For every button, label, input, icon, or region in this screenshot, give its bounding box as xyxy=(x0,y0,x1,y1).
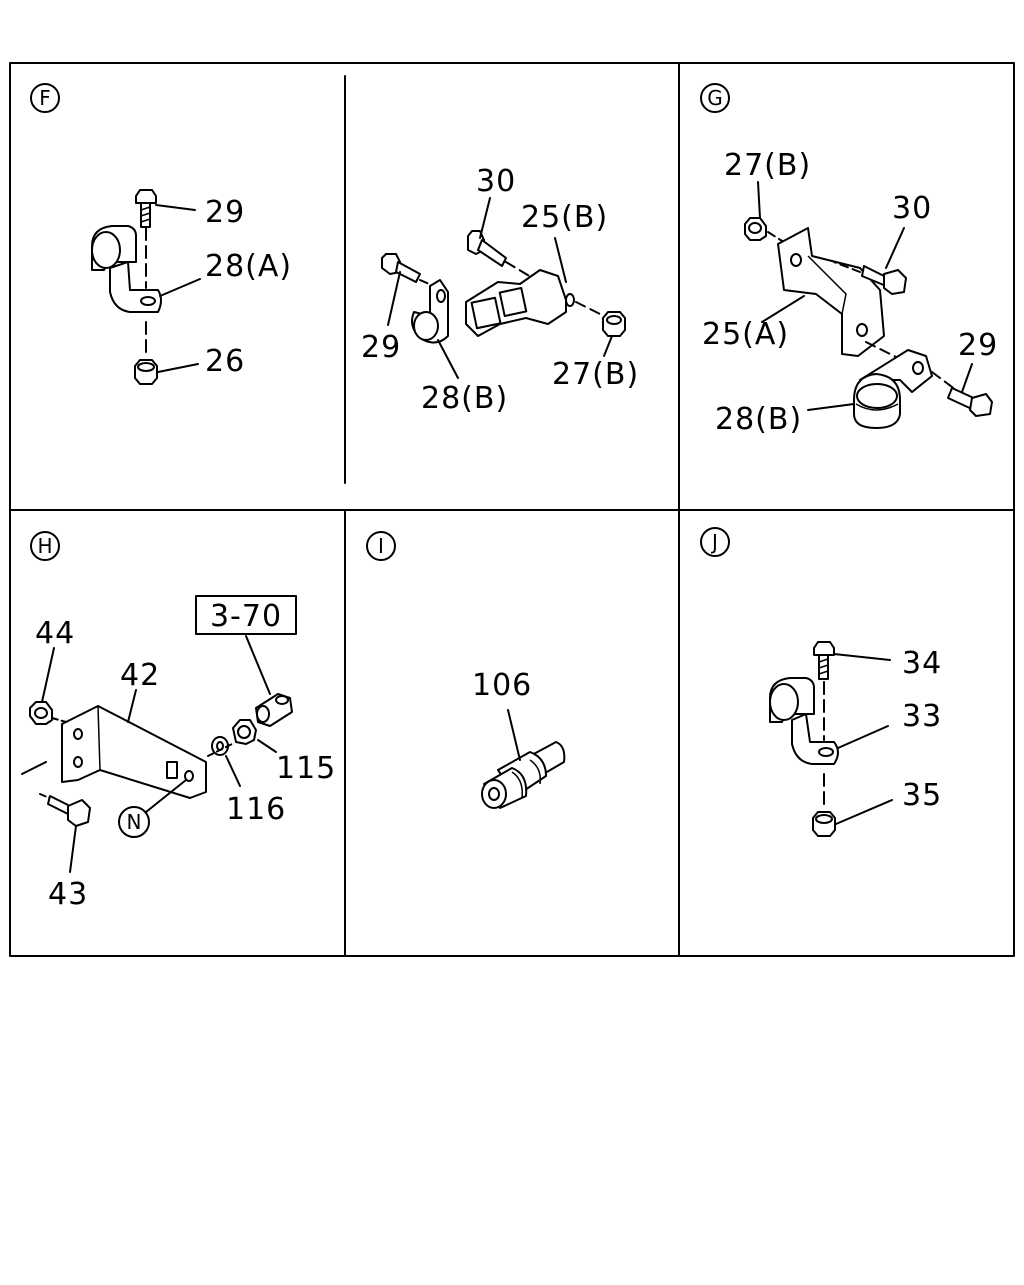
reference-box-text: 3-70 xyxy=(210,599,282,634)
callout-26: 26 xyxy=(205,344,245,379)
bracket-icon xyxy=(465,269,575,337)
bolt-icon xyxy=(47,795,91,827)
bolt-icon xyxy=(381,253,435,287)
callout-28a: 28(A) xyxy=(205,249,292,284)
panel-i: I 106 xyxy=(366,531,566,809)
callout-44: 44 xyxy=(35,616,75,651)
callout-29: 29 xyxy=(958,328,998,363)
callout-28b: 28(B) xyxy=(421,381,508,416)
callout-33: 33 xyxy=(902,699,942,734)
nut-icon xyxy=(744,217,767,241)
section-marker-h-text: H xyxy=(37,534,52,558)
sleeve-icon xyxy=(255,693,293,727)
nut-icon xyxy=(602,311,626,337)
bolt-icon xyxy=(947,387,993,417)
section-marker-j: J xyxy=(700,527,730,557)
panel-f-continued: 30 25(B) 29 28(B) 27(B) xyxy=(361,164,639,416)
section-marker-h: H xyxy=(30,531,60,561)
clip-icon xyxy=(853,349,933,429)
reference-box: 3-70 xyxy=(195,595,297,635)
reference-marker-n: N xyxy=(118,806,150,838)
callout-106: 106 xyxy=(472,668,532,703)
nut-icon xyxy=(812,811,836,837)
section-marker-g: G xyxy=(700,83,730,113)
clip-icon xyxy=(411,279,449,344)
bolt-icon xyxy=(813,641,835,741)
nut-icon xyxy=(232,719,257,745)
bolt-icon xyxy=(861,265,907,295)
callout-25a: 25(A) xyxy=(702,317,789,352)
reference-marker-n-text: N xyxy=(127,810,142,834)
callout-27b: 27(B) xyxy=(552,357,639,392)
callout-35: 35 xyxy=(902,778,942,813)
callout-34: 34 xyxy=(902,646,942,681)
callout-115: 115 xyxy=(276,751,336,786)
panel-j: J 34 33 35 xyxy=(700,527,942,837)
callout-25b: 25(B) xyxy=(521,200,608,235)
section-marker-f-text: F xyxy=(39,86,51,110)
callout-28b: 28(B) xyxy=(715,402,802,437)
callout-29: 29 xyxy=(361,330,401,365)
clamp-icon xyxy=(91,225,162,313)
callout-30: 30 xyxy=(476,164,516,199)
section-marker-i-text: I xyxy=(378,534,384,558)
grid-frame xyxy=(9,62,1015,957)
clamp-icon xyxy=(769,677,839,765)
nut-icon xyxy=(134,359,158,385)
panel-g: G xyxy=(700,83,998,437)
section-marker-g-text: G xyxy=(707,86,723,110)
callout-42: 42 xyxy=(120,658,160,693)
callout-43: 43 xyxy=(48,877,88,912)
bolt-icon xyxy=(467,230,537,281)
callout-27b: 27(B) xyxy=(724,148,811,183)
section-marker-j-text: J xyxy=(710,530,718,554)
bracket-icon xyxy=(61,705,207,799)
connector-icon xyxy=(481,741,566,809)
nut-icon xyxy=(29,701,53,725)
panel-h: H 3-70 xyxy=(21,531,336,912)
callout-29: 29 xyxy=(205,195,245,230)
washer-icon xyxy=(211,736,229,756)
callout-116: 116 xyxy=(226,792,286,827)
bracket-icon xyxy=(777,227,885,357)
section-marker-i: I xyxy=(366,531,396,561)
bolt-icon xyxy=(135,189,157,289)
callout-30: 30 xyxy=(892,191,932,226)
panel-f: F 29 28(A) 26 xyxy=(30,83,292,385)
section-marker-f: F xyxy=(30,83,60,113)
